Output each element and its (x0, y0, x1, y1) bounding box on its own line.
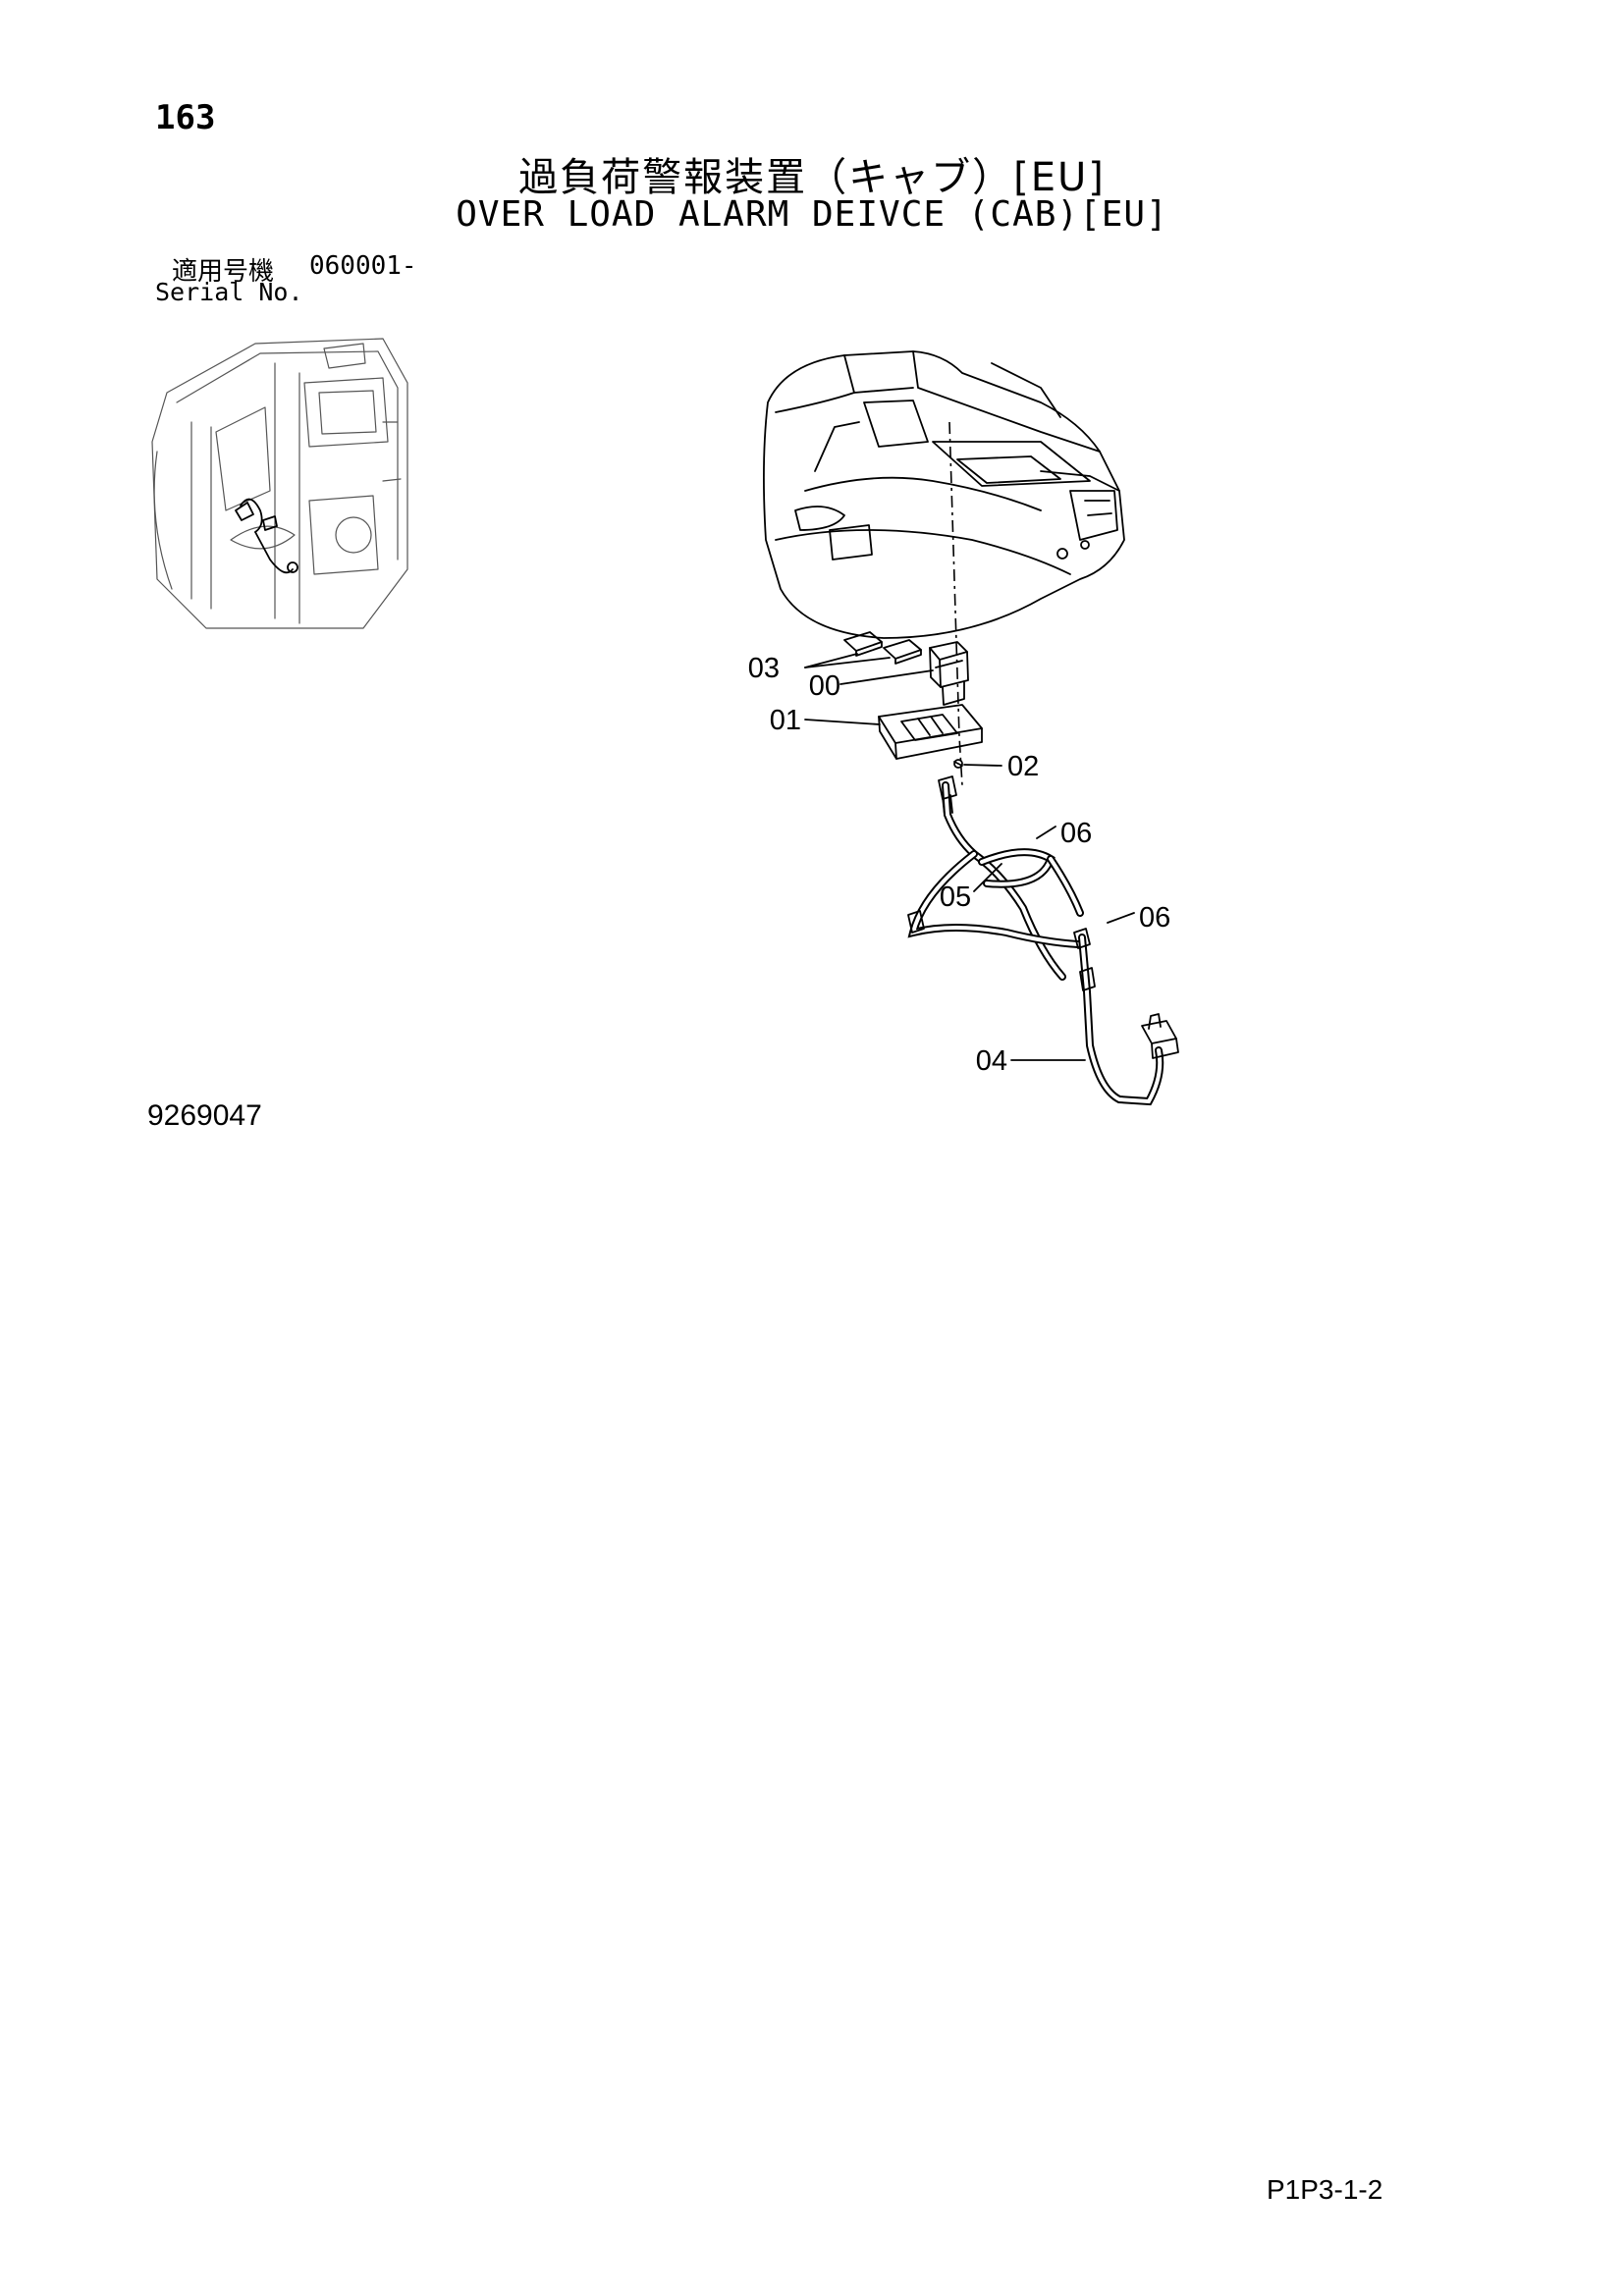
serial-label-english: Serial No. (155, 278, 303, 306)
callout-labels: 03 00 01 02 05 06 06 04 (748, 653, 1171, 1077)
callout-02: 02 (1007, 751, 1039, 782)
title-japanese: 過負荷警報装置（キャブ）[EU] (518, 155, 1106, 200)
page-code: P1P3-1-2 (1267, 2174, 1383, 2205)
callout-06-upper: 06 (1060, 818, 1092, 849)
part-01-panel (878, 704, 983, 760)
title-english: OVER LOAD ALARM DEIVCE (CAB)[EU] (456, 194, 1168, 235)
console-housing (763, 350, 1125, 639)
callout-01: 01 (770, 705, 801, 736)
callout-06-lower: 06 (1139, 902, 1170, 934)
callout-05: 05 (940, 881, 971, 913)
cab-overview-diagram (151, 338, 408, 629)
leader-lines (804, 653, 1135, 1061)
cable-harness (907, 781, 1164, 1106)
page-number: 163 (155, 98, 216, 137)
part-00-switch (929, 641, 969, 706)
callout-03: 03 (748, 653, 780, 684)
callout-04: 04 (976, 1045, 1007, 1077)
reference-number: 9269047 (147, 1099, 262, 1132)
serial-label-japanese: 適用号機 (172, 257, 275, 287)
callout-00: 00 (809, 670, 840, 702)
part-02-screw (953, 759, 963, 769)
connectors (907, 775, 1179, 1059)
parts-exploded-diagram: 03 00 01 02 05 06 06 04 (748, 350, 1179, 1106)
serial-value: 060001- (309, 251, 417, 281)
part-03-clips (843, 631, 922, 665)
